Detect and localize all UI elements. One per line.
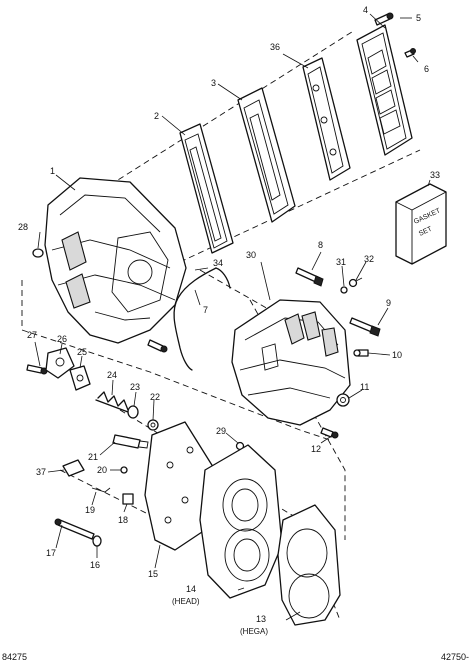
cylinder-head-part-14 [199,444,283,599]
fitting-part-18 [122,493,134,505]
callout-6: 6 [424,64,429,74]
gasket-part-36 [302,57,351,181]
callout-30: 30 [246,250,256,260]
callout-8: 8 [318,240,323,250]
crankcase-part-30 [231,299,351,426]
gasket-part-25 [69,365,91,391]
callout-34: 34 [213,258,223,268]
plug-part-28 [32,248,44,258]
callout-28: 28 [18,222,28,232]
callout-7: 7 [203,305,208,315]
bolt-part-12 [320,427,339,439]
callout-3: 3 [211,78,216,88]
callout-17: 17 [46,548,56,558]
screw-part-6 [404,48,416,58]
bolt-part-27 [26,364,48,375]
callout-5: 5 [416,13,421,23]
thermostat-cover-part-26 [45,347,75,379]
callout-19: 19 [85,505,95,515]
callout-12: 12 [311,444,321,454]
bolt-part-9 [349,317,381,337]
callout-14-note: (HEAD) [172,597,200,606]
screw-part-31 [340,286,348,294]
callout-13: 13 [256,614,266,624]
washer-part-16 [92,535,102,547]
wire-part-7 [173,267,231,371]
gasket-set-box-part-33: GASKET SET [395,183,447,265]
callout-33: 33 [430,170,440,180]
head-gasket-part-13 [277,504,341,626]
bolt-part-17 [54,518,95,540]
callout-26: 26 [57,334,67,344]
callout-36: 36 [270,42,280,52]
callout-23: 23 [130,382,140,392]
screw-part-5 [374,12,394,26]
callout-11: 11 [360,382,369,392]
exhaust-cover-part-3 [237,87,296,223]
cylinder-block-part-1 [44,177,187,344]
cover-plate-part-4 [356,24,413,156]
decal-part-37 [62,459,85,477]
callout-9: 9 [386,298,391,308]
washer-part-22 [147,419,159,431]
nut-part-32 [348,277,363,288]
sensor-part-21 [112,434,149,449]
callout-15: 15 [148,569,158,579]
bolt-part-34 [147,339,168,353]
callout-16: 16 [90,560,100,570]
callout-2: 2 [154,111,159,121]
bolt-part-10 [353,349,369,357]
callout-20: 20 [97,465,107,475]
reference-number-left: 84275 [2,652,27,662]
divider-plate-part-2 [179,123,234,254]
callout-29: 29 [216,426,226,436]
callout-10: 10 [392,350,402,360]
callout-32: 32 [364,254,374,264]
callout-13-note: (HEGA) [240,627,268,636]
spring-part-24 [95,391,129,413]
callout-14: 14 [186,584,196,594]
callout-4: 4 [363,5,368,15]
callout-21: 21 [88,452,98,462]
clip-part-19 [91,487,111,493]
callouts: 1 2 3 4 5 6 7 8 9 10 11 12 13 (HEGA) 14 … [18,5,440,636]
fitting-part-20 [120,466,128,474]
callout-1: 1 [50,166,55,176]
head-cover-part-15 [144,421,216,551]
bolt-part-8 [295,267,324,287]
leader-lines [34,13,431,621]
callout-25: 25 [77,347,87,357]
callout-22: 22 [150,392,160,402]
grommet-part-23 [127,405,139,419]
callout-27: 27 [27,330,37,340]
callout-31: 31 [336,257,346,267]
reference-number-right: 42750- [441,652,469,662]
callout-18: 18 [118,515,128,525]
callout-37: 37 [36,467,46,477]
washer-part-11 [336,393,350,407]
callout-24: 24 [107,370,117,380]
